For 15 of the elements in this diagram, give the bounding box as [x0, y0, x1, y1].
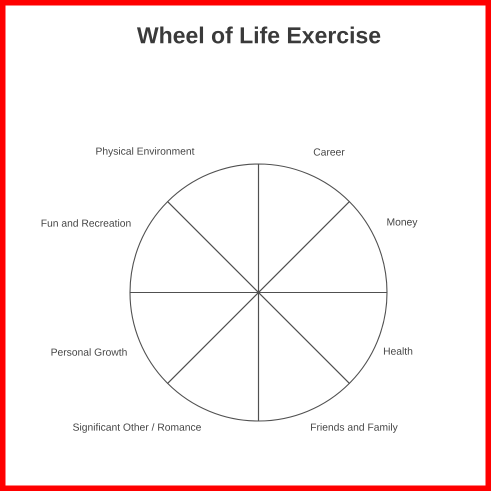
sector-label: Fun and Recreation	[42, 219, 131, 227]
sector-label: Career	[314, 148, 345, 156]
wheel-sector	[258, 201, 388, 294]
wheel-sector	[167, 292, 260, 422]
sector-label: Money	[387, 218, 418, 228]
title: Wheel of Life Exercise	[136, 26, 380, 44]
wheel-sector	[129, 292, 260, 384]
sector-label: Physical Environment	[96, 147, 194, 157]
sector-label: Health	[384, 347, 412, 355]
wheel-sector	[129, 201, 260, 294]
wheel-sector	[258, 292, 350, 422]
wheel-sector	[258, 163, 350, 294]
sector-label: Significant Other / Romance	[73, 423, 201, 433]
sector-label: Friends and Family	[311, 423, 398, 433]
sector-label: Personal Growth	[52, 348, 127, 356]
